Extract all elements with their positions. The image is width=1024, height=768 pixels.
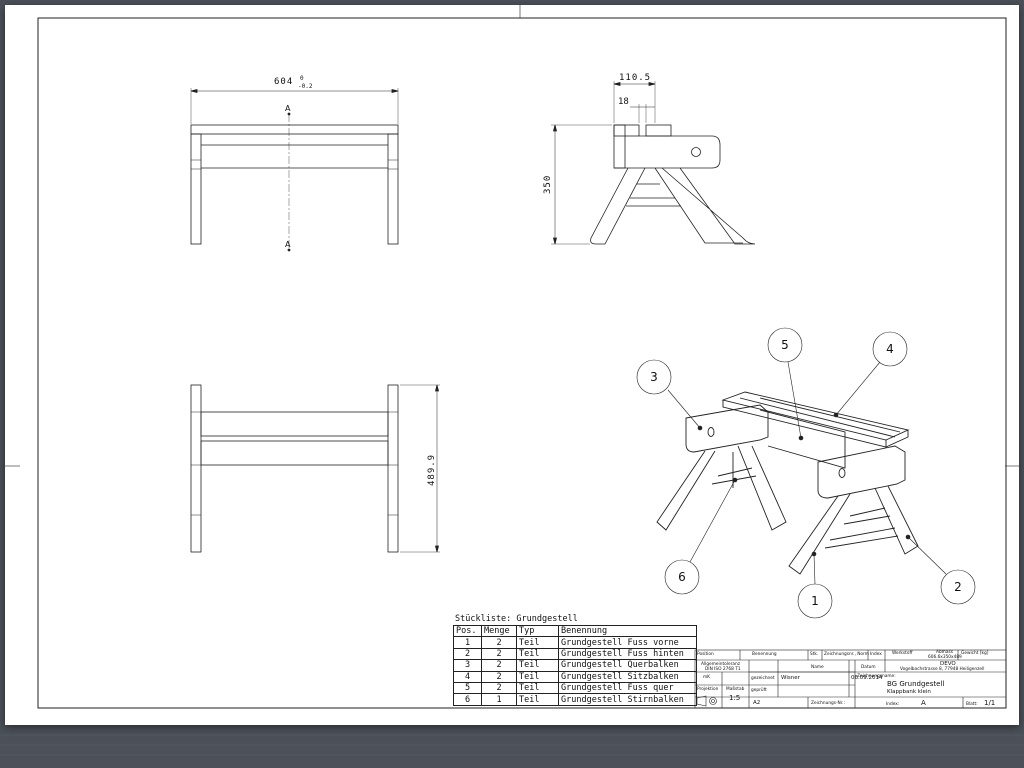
tb-gewicht: Gewicht [kg] bbox=[961, 651, 989, 656]
dim-top-width: 110.5 bbox=[619, 73, 651, 83]
tb-abmass: Abmass bbox=[936, 650, 953, 655]
cell-typ: Teil bbox=[516, 647, 559, 661]
cell-benennung: Grundgestell Fuss vorne bbox=[558, 636, 697, 649]
tb-index-value: A bbox=[921, 699, 926, 707]
tb-zeichnungsname-text: Zeichnungsname: bbox=[857, 674, 896, 679]
cell-menge: 2 bbox=[481, 681, 517, 695]
cell-menge: 2 bbox=[481, 636, 517, 649]
balloon-3: 3 bbox=[650, 370, 658, 384]
tb-zeichnungs-nr: Zeichnungs-Nr.: bbox=[811, 701, 845, 706]
col-header-typ: Typ bbox=[516, 624, 559, 638]
tb-index-label: Index: bbox=[886, 702, 900, 707]
tb-benennung: Benennung bbox=[752, 652, 777, 657]
balloon-5: 5 bbox=[781, 338, 789, 352]
cell-benennung: Grundgestell Stirnbalken bbox=[558, 693, 697, 706]
tb-zeichnungsnr: Zeichnungsnr., Norm bbox=[824, 652, 869, 657]
tb-werkstoff: Werkstoff bbox=[892, 651, 913, 656]
cell-menge: 2 bbox=[481, 647, 517, 661]
table-header-row: Pos. Menge Typ Benennung bbox=[453, 624, 697, 638]
balloon-2: 2 bbox=[954, 580, 962, 594]
balloons bbox=[636, 327, 976, 619]
cell-benennung: Grundgestell Querbalken bbox=[558, 659, 697, 672]
table-row: 1 2 Teil Grundgestell Fuss vorne bbox=[453, 636, 697, 649]
cell-menge: 1 bbox=[481, 693, 517, 706]
tb-drawn-by: Wisner bbox=[781, 675, 800, 681]
dim-depth: 489.9 bbox=[427, 454, 437, 486]
dim-tol-lower: -0.2 bbox=[298, 83, 313, 90]
tb-name-header: Name bbox=[811, 665, 824, 670]
tb-scale: 1:5 bbox=[729, 694, 741, 702]
tb-position: Position bbox=[697, 652, 714, 657]
projection-symbol bbox=[709, 697, 717, 705]
dim-tol-upper: 0 bbox=[300, 75, 304, 82]
isometric-view bbox=[656, 391, 919, 575]
front-view bbox=[190, 88, 399, 252]
dim-thickness: 18 bbox=[618, 97, 629, 107]
tb-index-header: Index bbox=[870, 652, 882, 657]
drawing-sheet bbox=[5, 5, 1019, 725]
balloon-4: 4 bbox=[886, 342, 894, 356]
col-header-pos: Pos. bbox=[453, 624, 482, 638]
tb-blatt-value: 1/1 bbox=[984, 699, 996, 707]
cell-typ: Teil bbox=[516, 659, 559, 672]
cell-typ: Teil bbox=[516, 670, 559, 683]
tb-mk: mK bbox=[703, 675, 711, 680]
parts-table: Pos. Menge Typ Benennung 1 2 Teil Grundg… bbox=[453, 624, 697, 706]
parts-list-title: Stückliste: Grundgestell bbox=[455, 614, 578, 624]
table-row: 3 2 Teil Grundgestell Querbalken bbox=[453, 659, 697, 672]
tb-drawing-sub: Klappbank klein bbox=[887, 689, 931, 695]
cell-benennung: Grundgestell Fuss quer bbox=[558, 681, 697, 695]
table-row: 5 2 Teil Grundgestell Fuss quer bbox=[453, 681, 697, 695]
sheet-frame bbox=[5, 5, 1019, 709]
cell-pos: 1 bbox=[453, 636, 482, 649]
side-view bbox=[551, 81, 756, 245]
cell-benennung: Grundgestell Sitzbalken bbox=[558, 670, 697, 683]
section-label-top: A bbox=[285, 104, 291, 113]
tb-format: A2 bbox=[753, 700, 761, 706]
tb-tolerance-2: DIN ISO 2768 T1 bbox=[705, 667, 741, 672]
tb-tolerance-1: Allgemeintoleranz bbox=[701, 662, 740, 667]
tb-geprueft: geprüft bbox=[751, 688, 767, 693]
tb-drawing-name: BG Grundgestell bbox=[887, 680, 945, 688]
col-header-benennung: Benennung bbox=[558, 624, 697, 638]
cell-typ: Teil bbox=[516, 681, 559, 695]
balloon-1: 1 bbox=[811, 594, 819, 608]
cell-typ: Teil bbox=[516, 636, 559, 649]
cell-menge: 2 bbox=[481, 659, 517, 672]
tb-org-name: DEVO bbox=[940, 661, 956, 667]
table-row: 4 2 Teil Grundgestell Sitzbalken bbox=[453, 670, 697, 683]
cell-menge: 2 bbox=[481, 670, 517, 683]
cell-benennung: Grundgestell Fuss hinten bbox=[558, 647, 697, 661]
cell-pos: 4 bbox=[453, 670, 482, 683]
cell-pos: 3 bbox=[453, 659, 482, 672]
tb-stk: Stk. bbox=[810, 652, 819, 657]
tb-blatt-label: Blatt: bbox=[966, 702, 978, 707]
section-label-bottom: A bbox=[285, 240, 291, 249]
top-view bbox=[190, 384, 440, 553]
tb-gezeichnet: gezeichnet bbox=[751, 676, 775, 681]
title-block: Position Benennung Stk. Zeichnungsnr., N… bbox=[695, 650, 1006, 708]
tb-datum-header: Datum bbox=[861, 665, 876, 670]
cell-pos: 5 bbox=[453, 681, 482, 695]
cell-pos: 6 bbox=[453, 693, 482, 706]
tb-massstab: Maßstab bbox=[726, 687, 745, 692]
title-block-grid bbox=[694, 649, 1007, 709]
col-header-menge: Menge bbox=[481, 624, 517, 638]
cell-pos: 2 bbox=[453, 647, 482, 661]
tb-abmass-value: 606.6x350x489 bbox=[928, 655, 962, 660]
tb-org-address: Vogelbachstrasse 8, 77948 Heiligenzell bbox=[900, 667, 985, 672]
dim-overall-width: 604 bbox=[274, 77, 293, 87]
table-row: 6 1 Teil Grundgestell Stirnbalken bbox=[453, 693, 697, 706]
cell-typ: Teil bbox=[516, 693, 559, 706]
balloon-6: 6 bbox=[678, 570, 686, 584]
dim-height: 350 bbox=[543, 175, 553, 194]
tb-date: 06.09.2014 bbox=[851, 675, 883, 681]
parts-list: Stückliste: Grundgestell Pos. Menge Typ … bbox=[453, 613, 697, 706]
table-row: 2 2 Teil Grundgestell Fuss hinten bbox=[453, 647, 697, 661]
tb-projektion: Projektion bbox=[697, 687, 719, 692]
